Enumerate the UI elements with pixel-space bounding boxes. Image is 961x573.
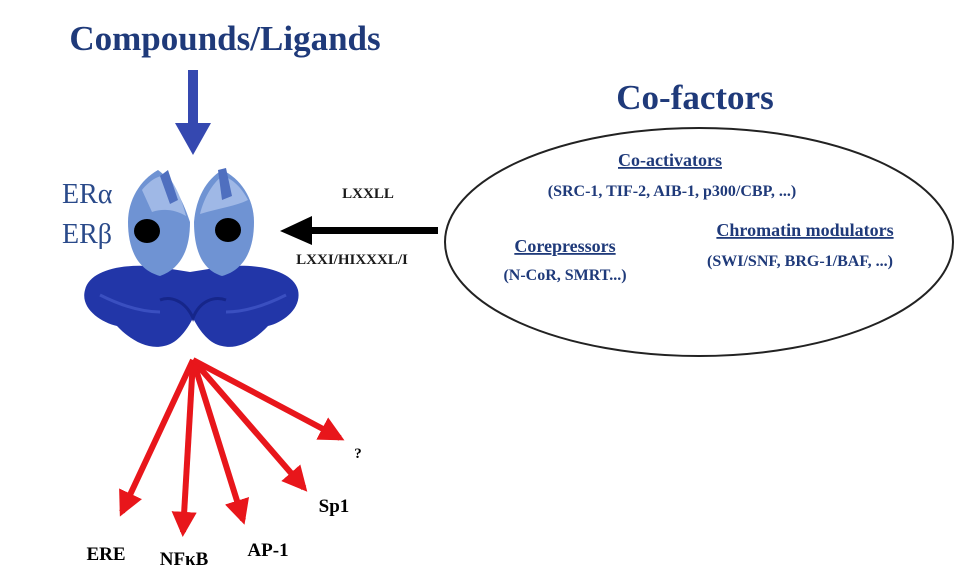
- arrow-to-nfkb: [171, 359, 197, 538]
- coactivator-motif-label: LXXLL: [342, 186, 394, 202]
- corepressor-motif-label: LXXI/HIXXXL/I: [296, 252, 408, 268]
- arrow-to-sp1: [190, 358, 308, 492]
- target-arrows: [119, 357, 345, 538]
- corepressors-heading: Corepressors: [514, 236, 615, 256]
- target-nfkb: NFκB: [160, 549, 209, 570]
- target-ere: ERE: [86, 544, 125, 565]
- arrow-to-ere: [119, 358, 196, 517]
- chromatin-members: (SWI/SNF, BRG-1/BAF, ...): [707, 253, 893, 270]
- target-sp1: Sp1: [319, 496, 350, 517]
- cofactor-binding-arrow: [280, 216, 438, 245]
- ligands-title: Compounds/Ligands: [69, 19, 380, 58]
- corepressors-members: (N-CoR, SMRT...): [503, 267, 626, 284]
- chromatin-heading: Chromatin modulators: [716, 220, 893, 240]
- er-alpha-label: ERα: [62, 179, 113, 210]
- coactivators-heading: Co-activators: [618, 150, 722, 170]
- coactivators-members: (SRC-1, TIF-2, AIB-1, p300/CBP, ...): [548, 183, 796, 200]
- target-ap1: AP-1: [247, 540, 288, 561]
- ligand-arrow: [175, 70, 211, 155]
- receptor-dimer: [84, 168, 299, 347]
- cofactors-title: Co-factors: [616, 78, 773, 117]
- target-unknown: ?: [354, 446, 362, 462]
- ligand-pocket-right: [215, 218, 241, 242]
- arrow-to-unknown: [191, 357, 345, 441]
- er-beta-label: ERβ: [62, 219, 112, 250]
- arrow-to-ap1: [190, 359, 250, 525]
- cofactors-ellipse: [444, 127, 954, 357]
- ligand-pocket-left: [134, 219, 160, 243]
